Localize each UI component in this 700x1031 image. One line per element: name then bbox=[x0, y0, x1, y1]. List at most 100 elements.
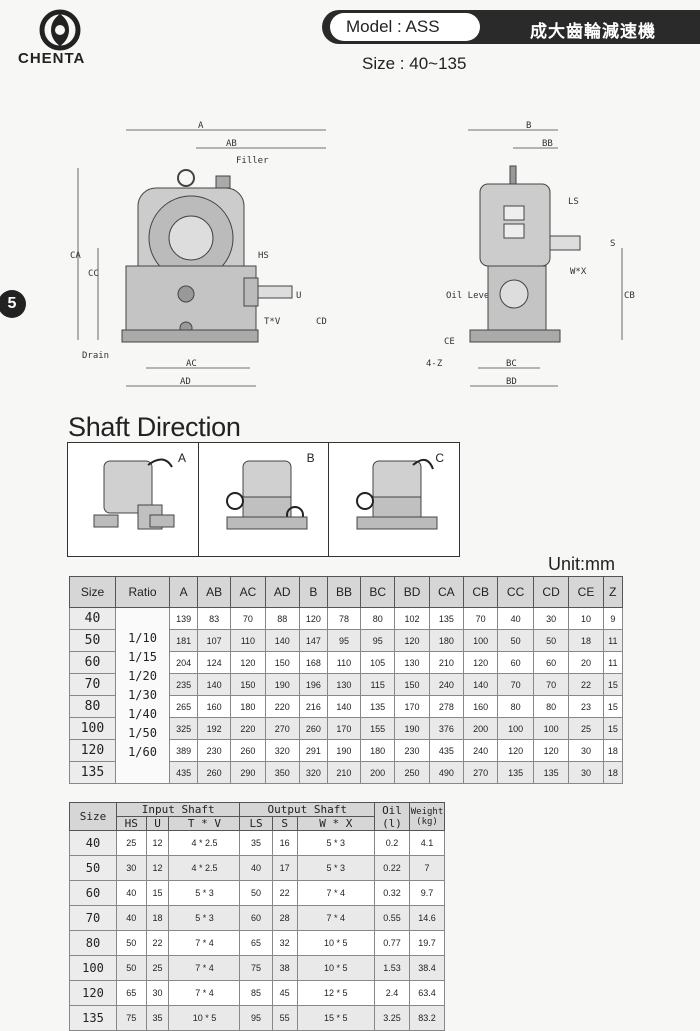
table-cell: 83.2 bbox=[409, 1005, 445, 1031]
table-cell: 15 bbox=[602, 717, 624, 740]
dim-label: BD bbox=[506, 377, 517, 387]
table-cell: 40 bbox=[497, 607, 534, 630]
dim-label: BB bbox=[542, 139, 553, 149]
table-cell: 389 bbox=[169, 739, 199, 762]
size-range: Size : 40~135 bbox=[362, 54, 467, 73]
table-cell: 110 bbox=[230, 629, 266, 652]
table-cell: 130 bbox=[326, 673, 362, 696]
table-cell: 40 bbox=[239, 855, 273, 881]
table-cell: 7 * 4 bbox=[168, 980, 241, 1006]
dim-label: HS bbox=[258, 251, 269, 261]
table-cell: 18 bbox=[145, 905, 170, 931]
column-header: Oil (l) bbox=[374, 802, 410, 831]
size-cell: 70 bbox=[69, 905, 117, 931]
table-cell: 14.6 bbox=[409, 905, 445, 931]
table-cell: 0.32 bbox=[374, 880, 410, 906]
table-cell: 320 bbox=[264, 739, 300, 762]
table-cell: 12 * 5 bbox=[296, 980, 376, 1006]
table-cell: 7 * 4 bbox=[296, 905, 376, 931]
table-cell: 230 bbox=[394, 739, 430, 762]
column-header: S bbox=[271, 816, 298, 831]
logo-text: CHENTA bbox=[18, 50, 86, 67]
table-cell: 220 bbox=[264, 695, 300, 718]
table-cell: 88 bbox=[264, 607, 300, 630]
table-cell: 180 bbox=[230, 695, 266, 718]
ratio-value: 1/50 bbox=[128, 726, 157, 740]
table-cell: 100 bbox=[497, 717, 534, 740]
table-cell: 83 bbox=[197, 607, 232, 630]
table-cell: 270 bbox=[463, 761, 499, 784]
table-cell: 5 * 3 bbox=[296, 855, 376, 881]
table-cell: 140 bbox=[463, 673, 499, 696]
column-header: W * X bbox=[296, 816, 376, 831]
table-cell: 70 bbox=[230, 607, 266, 630]
table-cell: 260 bbox=[197, 761, 232, 784]
dim-label: S bbox=[610, 239, 615, 249]
table-cell: 170 bbox=[326, 717, 362, 740]
table-cell: 0.77 bbox=[374, 930, 410, 956]
table-cell: 18 bbox=[602, 761, 624, 784]
table-cell: 124 bbox=[197, 651, 232, 674]
table-cell: 30 bbox=[116, 855, 147, 881]
table-cell: 100 bbox=[463, 629, 499, 652]
size-cell: 120 bbox=[69, 980, 117, 1006]
table-cell: 4 * 2.5 bbox=[168, 830, 241, 856]
table-cell: 150 bbox=[264, 651, 300, 674]
dim-label: AC bbox=[186, 359, 197, 369]
table-cell: 150 bbox=[230, 673, 266, 696]
table-cell: 10 * 5 bbox=[296, 955, 376, 981]
table-cell: 325 bbox=[169, 717, 199, 740]
table-cell: 210 bbox=[428, 651, 465, 674]
gearbox-icon bbox=[356, 458, 438, 530]
column-header: BC bbox=[360, 576, 396, 608]
table-cell: 28 bbox=[271, 905, 298, 931]
shaft-option-a: A bbox=[68, 443, 199, 556]
table-cell: 70 bbox=[532, 673, 570, 696]
dim-label: A bbox=[198, 121, 204, 131]
table-cell: 15 bbox=[145, 880, 170, 906]
table-cell: 50 bbox=[116, 955, 147, 981]
table-cell: 11 bbox=[602, 629, 624, 652]
table-cell: 15 * 5 bbox=[296, 1005, 376, 1031]
column-header: CB bbox=[463, 576, 499, 608]
dim-label: LS bbox=[568, 197, 579, 207]
column-header: T * V bbox=[168, 816, 241, 831]
table-cell: 65 bbox=[116, 980, 147, 1006]
column-header: Size bbox=[69, 576, 116, 608]
table-cell: 32 bbox=[271, 930, 298, 956]
table-cell: 70 bbox=[497, 673, 534, 696]
table-cell: 270 bbox=[264, 717, 300, 740]
table-cell: 5 * 3 bbox=[168, 905, 241, 931]
ratio-value: 1/10 bbox=[128, 631, 157, 645]
dim-label: AB bbox=[226, 139, 237, 149]
table-cell: 35 bbox=[239, 830, 273, 856]
size-cell: 80 bbox=[69, 930, 117, 956]
table-cell: 50 bbox=[497, 629, 534, 652]
table-cell: 120 bbox=[497, 739, 534, 762]
table-cell: 30 bbox=[568, 761, 604, 784]
ratio-value: 1/30 bbox=[128, 688, 157, 702]
table-cell: 235 bbox=[169, 673, 199, 696]
table-cell: 60 bbox=[497, 651, 534, 674]
table-cell: 135 bbox=[428, 607, 465, 630]
table-cell: 15 bbox=[602, 673, 624, 696]
table-cell: 7 bbox=[409, 855, 445, 881]
front-view-drawing: A AB Filler CA CC HS U T*V CD Drain AC A… bbox=[70, 121, 327, 387]
table-cell: 107 bbox=[197, 629, 232, 652]
size-cell: 60 bbox=[69, 880, 117, 906]
column-header: AD bbox=[264, 576, 300, 608]
side-view-drawing: B BB LS S W*X CB Oil Level CE 4-Z BC BD bbox=[426, 121, 635, 387]
table-cell: 30 bbox=[568, 739, 604, 762]
shaft-direction-panel: A B C bbox=[67, 442, 460, 557]
table-cell: 260 bbox=[230, 739, 266, 762]
table-cell: 350 bbox=[264, 761, 300, 784]
column-header: U bbox=[145, 816, 170, 831]
dim-label: BC bbox=[506, 359, 517, 369]
table-cell: 9 bbox=[602, 607, 624, 630]
